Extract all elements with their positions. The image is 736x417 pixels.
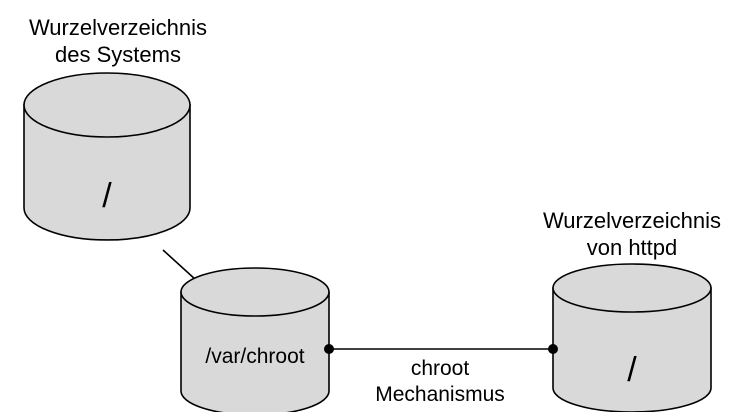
system-root-title-line1: Wurzelverzeichnis (28, 15, 208, 40)
system-root-title-line2: des Systems (55, 42, 181, 67)
chroot-mechanism-line1: chroot (410, 357, 470, 380)
chroot-mechanism-line2: Mechanismus (375, 383, 505, 406)
connector-endpoint-right (548, 344, 558, 354)
httpd-root-title-line1: Wurzelverzeichnis (542, 208, 722, 233)
system-root-title: Wurzelverzeichnis des Systems (0, 14, 236, 68)
system-root-mount-label: / (102, 177, 112, 215)
connector-endpoint-left (324, 344, 334, 354)
httpd-root-mount-label: / (627, 351, 637, 389)
chroot-mechanism-label: chroot Mechanismus (340, 356, 540, 408)
httpd-root-title-line2: von httpd (586, 235, 678, 260)
system-root-cylinder (23, 72, 191, 241)
httpd-root-title: Wurzelverzeichnis von httpd (506, 207, 736, 261)
chroot-dir-cylinder (180, 267, 330, 416)
httpd-root-cylinder (552, 263, 712, 413)
system-to-chroot-link (162, 249, 197, 281)
chroot-dir-mount-label: /var/chroot (205, 345, 305, 368)
